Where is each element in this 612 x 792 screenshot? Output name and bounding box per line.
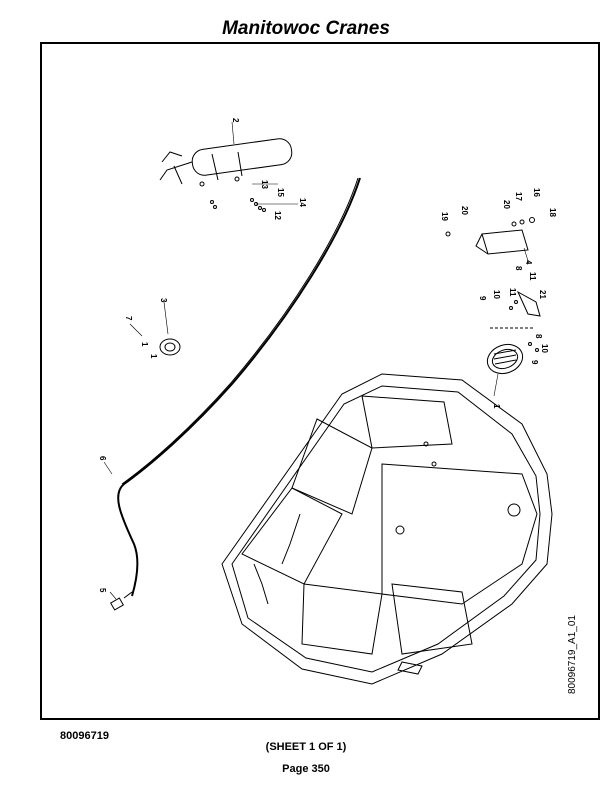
callout-18: 18 [548,208,557,217]
page-title: Manitowoc Cranes [222,18,390,39]
callout-16: 16 [532,188,541,197]
bracket-21-drawing [516,290,541,317]
fire-extinguisher-drawing [159,138,293,185]
cable-tube-drawing-inner [121,177,359,485]
callout-11-a: 11 [528,272,537,281]
callout-7: 7 [124,316,133,321]
callout-3: 3 [159,298,168,303]
speaker-drawing [486,343,524,375]
extinguisher-hardware-drawing [199,176,266,212]
callout-10-b: 10 [540,344,549,353]
callout-9-b: 9 [530,360,539,365]
callout-8-b: 8 [534,334,543,339]
cable-tube-drawing [117,177,361,597]
sheet-label: (SHEET 1 OF 1) [265,741,347,753]
parts-diagram: 2 13 15 14 12 3 7 1 1 6 5 19 20 20 17 16… [98,118,578,694]
callout-10-a: 10 [492,290,501,299]
drawing-number: 80096719 [60,730,109,742]
callout-1-c: 1 [149,354,158,359]
grommet-drawing [159,338,181,356]
callout-11-b: 11 [508,288,517,297]
callout-19: 19 [440,212,449,221]
leader-lines [103,121,530,600]
callout-labels: 2 13 15 14 12 3 7 1 1 6 5 19 20 20 17 16… [98,118,557,593]
cab-drawing [221,373,553,685]
callout-5: 5 [98,588,107,593]
callout-6: 6 [98,456,107,461]
figure-id: 80096719_A1_01 [567,615,578,694]
callout-15: 15 [276,188,285,197]
callout-9-a: 9 [478,296,487,301]
callout-21: 21 [538,290,547,299]
callout-1: 1 [492,404,501,409]
fitting-drawing [109,591,133,611]
callout-12: 12 [273,211,282,220]
parts-diagram-frame: 2 13 15 14 12 3 7 1 1 6 5 19 20 20 17 16… [40,42,600,720]
callout-20-b: 20 [502,200,511,209]
callout-1-b: 1 [140,342,149,347]
callout-4: 4 [524,260,533,265]
callout-13: 13 [260,180,269,189]
callout-14: 14 [298,198,307,207]
callout-20-a: 20 [460,206,469,215]
page-number: Page 350 [282,763,330,775]
callout-2: 2 [231,118,240,123]
callout-17: 17 [514,192,523,201]
bracket-drawing [475,229,529,255]
callout-8-a: 8 [514,266,523,271]
speaker-hardware-drawing [445,217,539,352]
